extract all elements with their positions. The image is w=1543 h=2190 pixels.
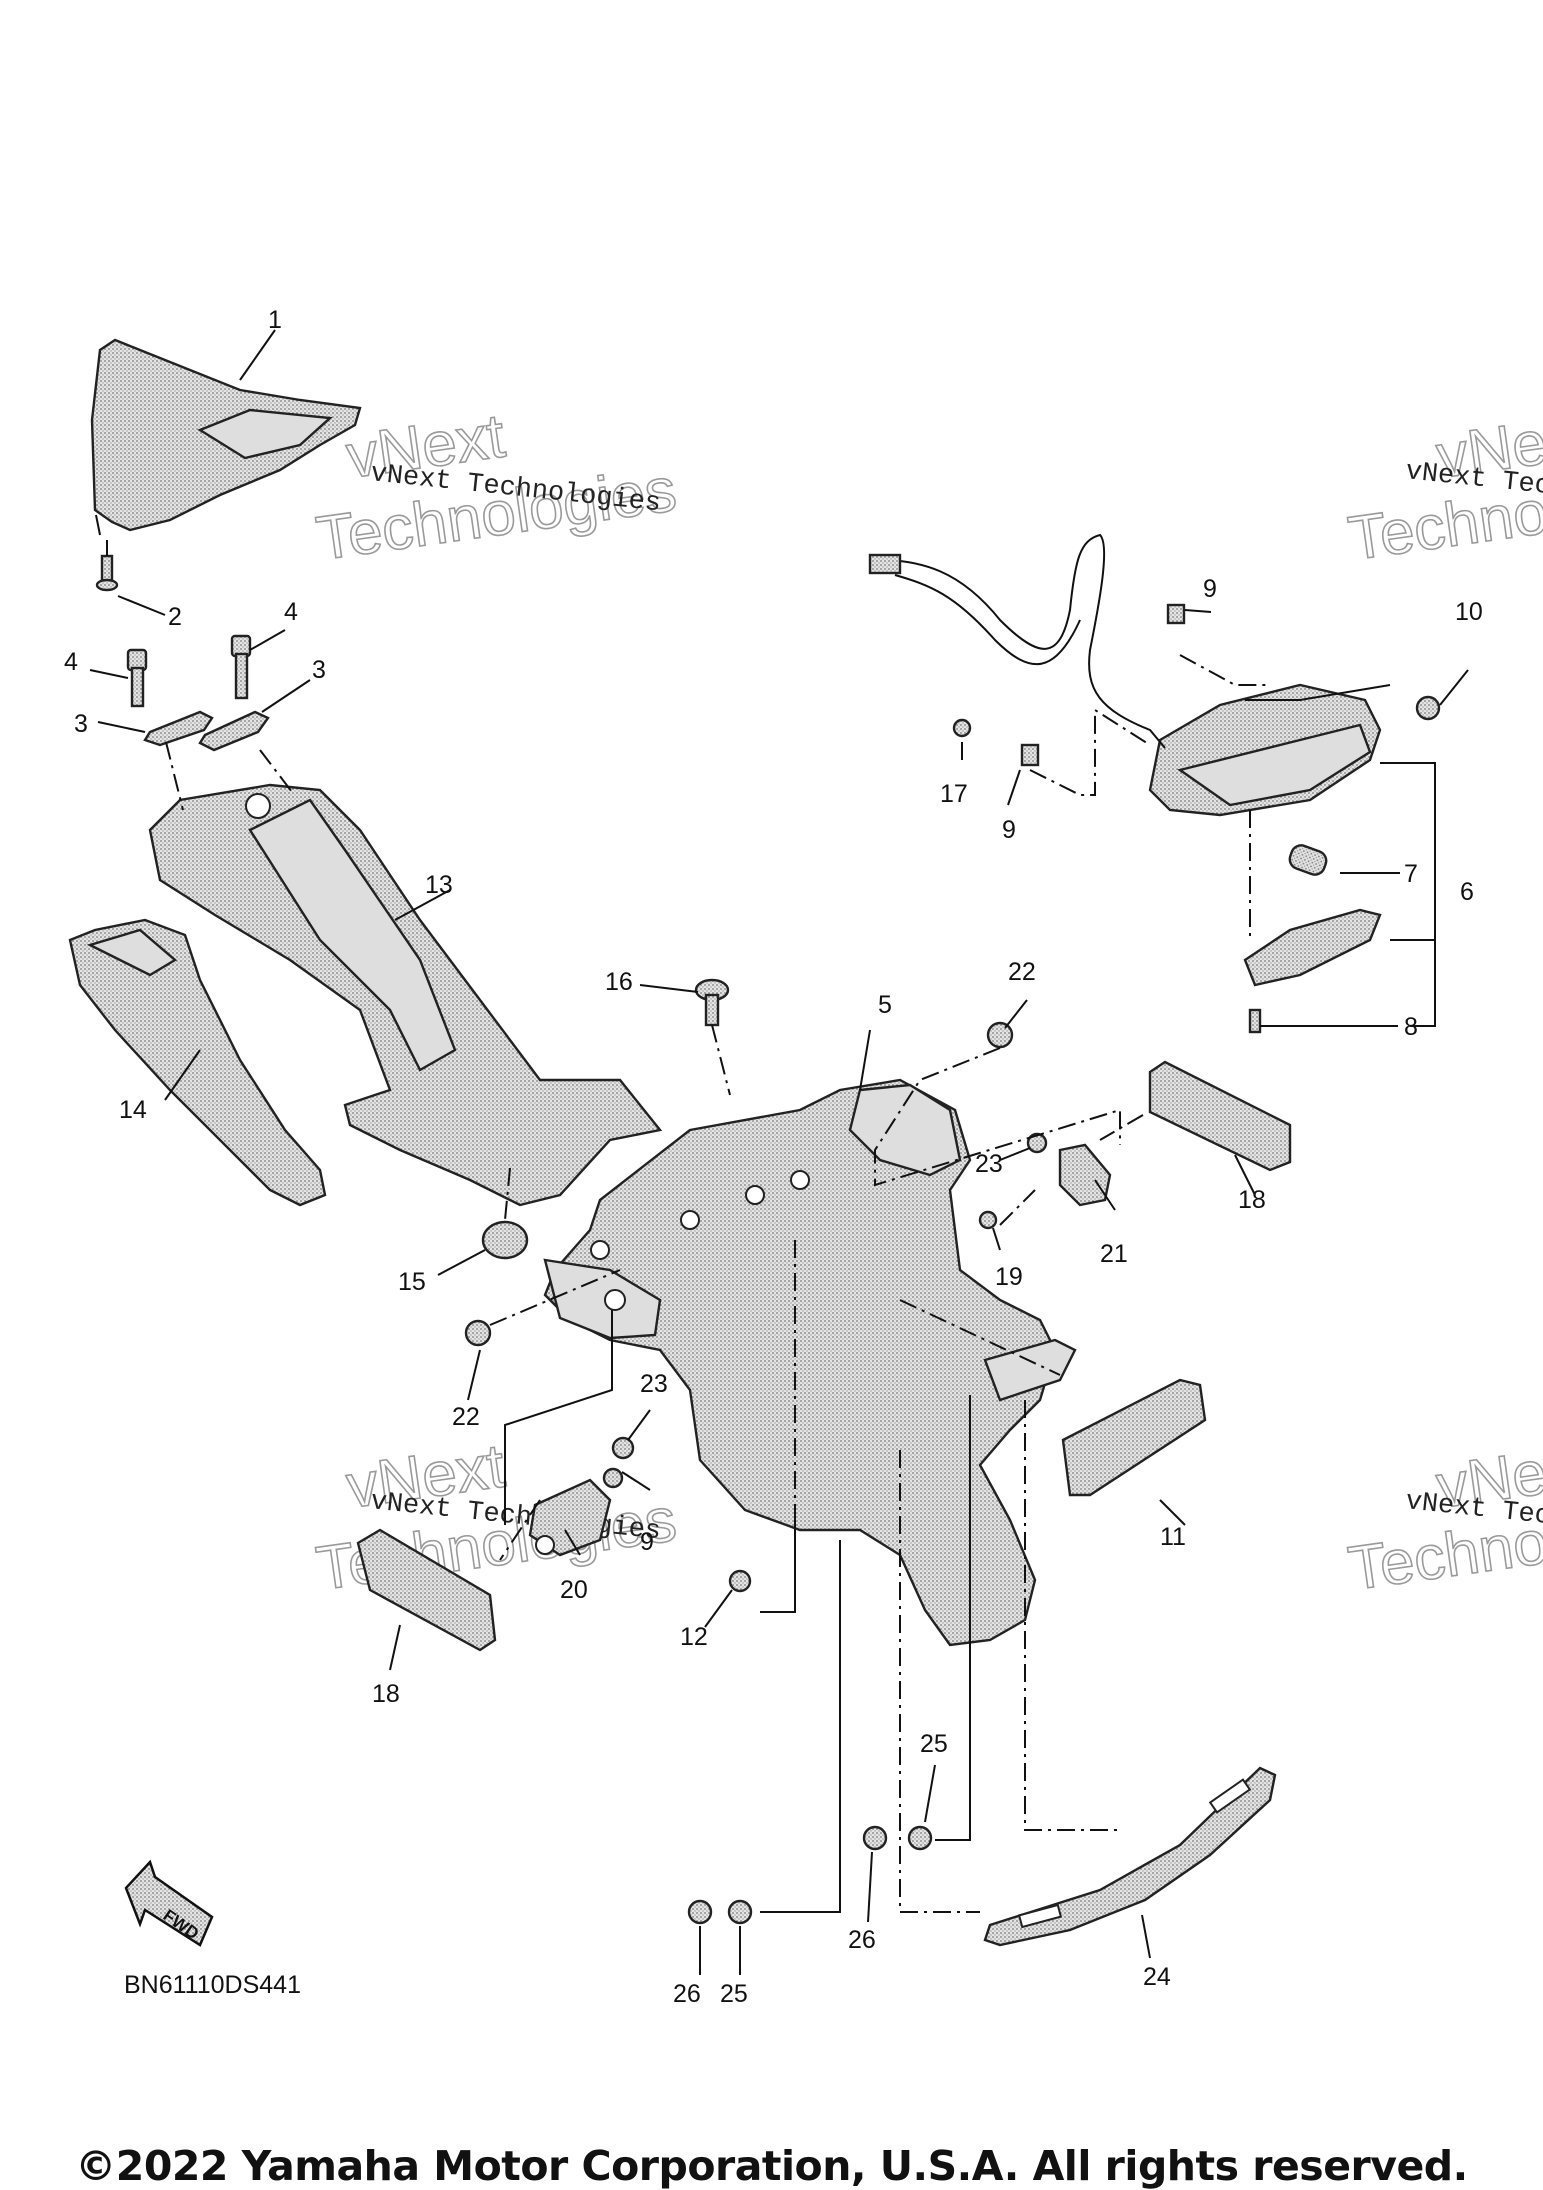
callout-11: 11: [1160, 1523, 1186, 1551]
callout-9-left-lower: 9: [640, 1528, 654, 1556]
part-5-tail-bracket: [543, 1078, 1077, 1647]
callout-16: 16: [605, 968, 633, 996]
part-21-reflector-bracket: [1058, 1143, 1112, 1207]
callout-18-left: 18: [372, 1680, 400, 1708]
part-4-bolt-right: [230, 634, 252, 700]
part-26-nut-middle: [862, 1825, 888, 1851]
alignment-lines: [106, 540, 1270, 1913]
leader-lines: [89, 329, 1469, 1975]
part-25-nut-upper: [907, 1825, 933, 1851]
callout-19-right: 19: [995, 1263, 1023, 1291]
callout-12: 12: [680, 1623, 708, 1651]
callout-2: 2: [168, 603, 182, 631]
callout-10: 10: [1455, 598, 1483, 626]
part-3-collar-left: [143, 710, 214, 747]
part-9-grommet-left: [1020, 743, 1040, 767]
callout-23-left: 23: [640, 1370, 668, 1398]
part-12-nut: [728, 1569, 752, 1593]
callout-17: 17: [940, 780, 968, 808]
callout-3-right: 3: [312, 656, 326, 684]
callout-26-lower: 26: [673, 1980, 701, 2008]
part-3-collar-right: [198, 710, 270, 752]
part-16-bolt: [694, 978, 730, 1027]
part-18-reflector-right: [1148, 1060, 1292, 1172]
forward-arrow-icon: FWD: [124, 1859, 214, 1947]
watermark-top-left: vNext Technologies vNext Technologies: [312, 401, 682, 575]
part-10-screw: [1415, 695, 1441, 721]
reference-lines: [504, 684, 1436, 1913]
part-19-nut-left: [602, 1467, 624, 1489]
callout-14: 14: [119, 1096, 147, 1124]
callout-6: 6: [1460, 878, 1474, 906]
callout-18-right: 18: [1238, 1186, 1266, 1214]
part-1-cover: [90, 338, 362, 536]
part-25-nut-lower: [727, 1899, 753, 1925]
part-24-license-bracket: [983, 1766, 1277, 1947]
part-18-reflector-left: [356, 1528, 497, 1652]
callout-13: 13: [425, 871, 453, 899]
callout-25-lower: 25: [720, 1980, 748, 2008]
part-11-reflector: [1061, 1378, 1207, 1497]
part-4-bolt-left: [126, 648, 148, 708]
callout-4-right: 4: [284, 598, 298, 626]
callout-4-left: 4: [64, 648, 78, 676]
callout-15: 15: [398, 1268, 426, 1296]
wiring-harness: [868, 533, 1166, 749]
diagram-code: BN61110DS441: [124, 1971, 301, 1999]
callout-7: 7: [1404, 860, 1418, 888]
callout-labels: 1 2 4 4 3 3 13 14 15 16 5 22 9 10 17 9 7…: [64, 306, 1483, 2008]
part-23-nut-right: [1026, 1132, 1048, 1154]
callout-9-left: 9: [1002, 816, 1016, 844]
part-13-bracket: [148, 783, 663, 1207]
callout-21: 21: [1100, 1240, 1128, 1268]
part-2-rivet: [95, 554, 119, 592]
part-26-nut-lower: [687, 1899, 713, 1925]
watermark-middle-right: vNext Technologies vNext Technologies: [1344, 1431, 1543, 1605]
callout-8: 8: [1404, 1013, 1418, 1041]
callout-24: 24: [1143, 1963, 1171, 1991]
part-22-bolt-left: [464, 1319, 492, 1347]
callout-22-top: 22: [1008, 958, 1036, 986]
part-9-grommet-top: [1166, 603, 1186, 625]
callout-3-left: 3: [74, 710, 88, 738]
part-23-nut-left: [611, 1436, 635, 1460]
part-17-nut: [952, 718, 972, 738]
part-7-bulb: [1288, 844, 1328, 876]
copyright-notice: ©2022 Yamaha Motor Corporation, U.S.A. A…: [75, 2142, 1468, 2190]
callout-1: 1: [268, 306, 282, 334]
watermark-top-right: vNext Technologies vNext Technologies: [1344, 401, 1543, 575]
part-8-lens: [1243, 908, 1382, 1034]
part-6-tail-light: [1148, 683, 1382, 817]
callout-22-left: 22: [452, 1403, 480, 1431]
part-15-clamp: [481, 1220, 529, 1260]
callout-9-top: 9: [1203, 575, 1217, 603]
callout-20: 20: [560, 1576, 588, 1604]
callout-23-right: 23: [975, 1150, 1003, 1178]
callout-25-upper: 25: [920, 1730, 948, 1758]
part-22-bolt-top: [986, 1021, 1014, 1049]
callout-5: 5: [878, 991, 892, 1019]
part-19-nut-right: [978, 1210, 998, 1230]
part-20-reflector-bracket: [528, 1478, 612, 1557]
part-14-side-cover: [68, 918, 327, 1207]
callout-26-middle: 26: [848, 1926, 876, 1954]
